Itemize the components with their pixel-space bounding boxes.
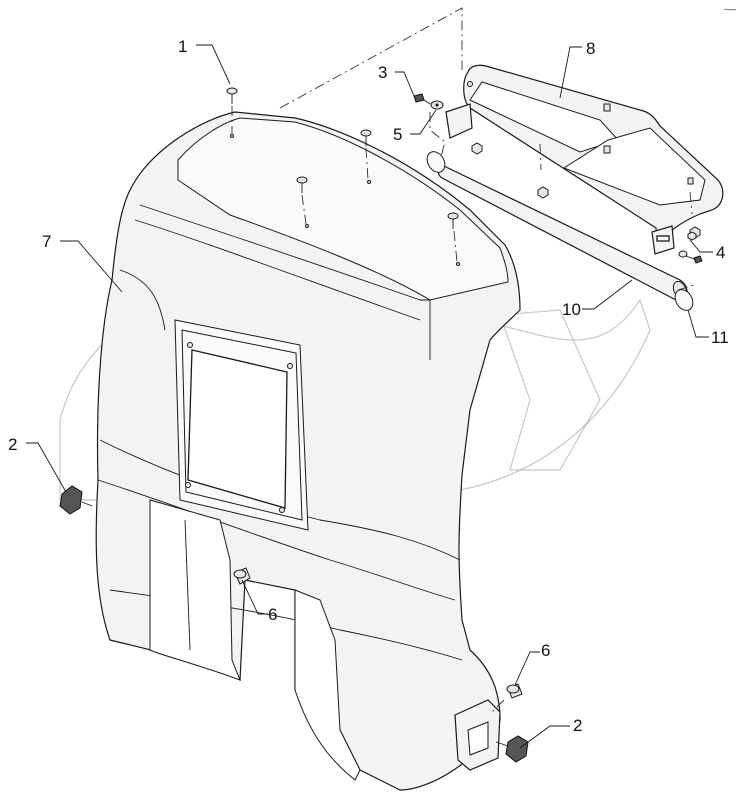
washer-5 bbox=[430, 100, 444, 110]
callout-2-right: 2 bbox=[573, 716, 582, 735]
main-cover-part-7 bbox=[95, 111, 521, 791]
callout-11: 11 bbox=[711, 328, 729, 347]
callout-10: 10 bbox=[562, 300, 581, 319]
top-screws bbox=[226, 87, 460, 266]
knob-2-right bbox=[495, 735, 529, 763]
callout-5: 5 bbox=[393, 125, 402, 144]
bolt-4 bbox=[678, 231, 703, 264]
plug-6-right bbox=[491, 683, 523, 713]
leader-lines bbox=[26, 44, 713, 749]
callout-7: 7 bbox=[42, 232, 51, 251]
callout-8: 8 bbox=[586, 39, 595, 58]
assembly-line-top bbox=[279, 7, 463, 109]
disc-11-left bbox=[426, 151, 446, 173]
callout-4: 4 bbox=[716, 243, 725, 262]
callout-3: 3 bbox=[378, 63, 387, 82]
callout-labels: 1 2 2 3 4 5 6 6 7 8 10 11 bbox=[8, 37, 729, 735]
corner-mark: -— bbox=[724, 4, 736, 14]
callout-2-left: 2 bbox=[8, 435, 17, 454]
disc-11-right bbox=[674, 284, 695, 311]
assembly-line-5 bbox=[429, 112, 446, 161]
callout-6-right: 6 bbox=[541, 641, 550, 660]
bracket-frame-part-8 bbox=[445, 64, 724, 255]
callout-1: 1 bbox=[178, 37, 187, 56]
callout-6-lower: 6 bbox=[268, 605, 277, 624]
bolt-3 bbox=[413, 93, 431, 105]
plug-6-lower bbox=[233, 567, 251, 585]
knob-2-left bbox=[59, 485, 93, 515]
